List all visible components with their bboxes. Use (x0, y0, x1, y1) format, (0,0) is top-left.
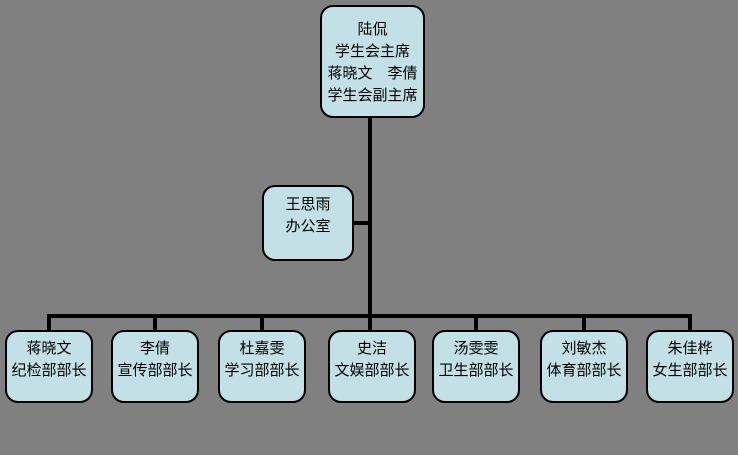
org-node-department[interactable]: 史洁 文娱部部长 (328, 330, 416, 403)
org-node-department[interactable]: 刘敏杰 体育部部长 (540, 330, 628, 403)
connector-trunk (368, 117, 372, 314)
person-title: 纪检部部长 (11, 361, 87, 379)
person-name: 汤雯雯 (453, 339, 499, 357)
org-node-root[interactable]: 陆侃 学生会主席 蒋晓文 李倩 学生会副主席 (320, 5, 425, 118)
connector-stub (688, 314, 692, 330)
org-node-department[interactable]: 朱佳桦 女生部部长 (646, 330, 734, 403)
org-node-department[interactable]: 杜嘉雯 学习部部长 (218, 330, 306, 403)
connector-stub (260, 314, 264, 330)
root-line-title: 学生会主席 (334, 41, 410, 60)
connector-stub (368, 314, 372, 330)
root-line-name: 陆侃 (357, 19, 388, 38)
person-title: 女生部部长 (652, 361, 728, 379)
org-node-office[interactable]: 王思雨 办公室 (262, 185, 354, 261)
connector-stub (153, 314, 157, 330)
person-name: 蒋晓文 (26, 339, 72, 357)
org-node-department[interactable]: 汤雯雯 卫生部部长 (432, 330, 520, 403)
connector-stub (47, 314, 51, 330)
person-title: 办公室 (285, 217, 331, 235)
person-name: 李倩 (139, 339, 170, 357)
org-node-department[interactable]: 蒋晓文 纪检部部长 (5, 330, 93, 403)
org-node-department[interactable]: 李倩 宣传部部长 (111, 330, 199, 403)
person-name: 王思雨 (285, 195, 331, 213)
person-title: 宣传部部长 (117, 361, 193, 379)
connector-stub (582, 314, 586, 330)
connector-stub (474, 314, 478, 330)
person-name: 杜嘉雯 (239, 339, 285, 357)
person-title: 文娱部部长 (334, 361, 410, 379)
person-title: 卫生部部长 (438, 361, 514, 379)
person-title: 体育部部长 (546, 361, 622, 379)
root-line-deputy-names: 蒋晓文 李倩 (327, 63, 418, 82)
person-name: 刘敏杰 (561, 339, 607, 357)
connector-office-stub (352, 221, 370, 225)
person-name: 史洁 (356, 339, 387, 357)
person-name: 朱佳桦 (667, 339, 713, 357)
person-title: 学习部部长 (224, 361, 300, 379)
root-line-deputy-title: 学生会副主席 (327, 85, 418, 104)
